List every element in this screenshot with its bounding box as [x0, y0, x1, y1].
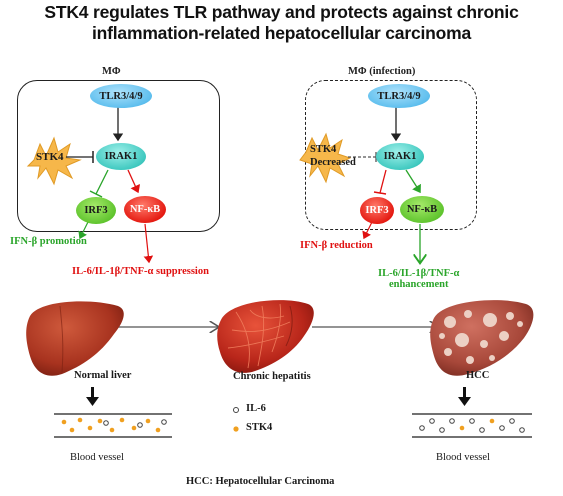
right-tlr-node: TLR3/4/9 — [368, 84, 430, 108]
left-cytokine-label: IL-6/IL-1β/TNF-α suppression — [72, 266, 209, 277]
left-panel-caption: MΦ — [102, 66, 121, 77]
left-irf3-node: IRF3 — [76, 197, 116, 224]
right-vessel-label: Blood vessel — [436, 452, 490, 463]
title-line-1: STK4 regulates TLR pathway and protects … — [44, 2, 519, 22]
left-irf-ifn-arrow — [78, 221, 89, 240]
right-cytokine-line1: IL-6/IL-1β/TNF-α — [378, 268, 460, 279]
legend-stk4-label: STK4 — [246, 422, 273, 433]
down-arrow-left — [86, 387, 99, 406]
normal-liver-label: Normal liver — [74, 370, 132, 381]
right-nfkb-node: NF-κB — [400, 196, 444, 223]
left-irak-nfkb-arrow — [127, 169, 141, 194]
down-arrow-right — [458, 387, 471, 406]
left-stk4-label: STK4 — [36, 151, 64, 163]
footnote: HCC: Hepatocellular Carcinoma — [186, 476, 335, 487]
left-macrophage-box — [17, 80, 220, 232]
left-blood-vessel — [54, 413, 172, 438]
left-nfkb-node: NF-κB — [124, 196, 166, 223]
right-irak-nfkb-arrow — [405, 169, 421, 194]
right-irak-node: IRAK1 — [376, 143, 424, 170]
stk4-star-left — [26, 136, 82, 186]
right-cytokine-label: IL-6/IL-1β/TNF-α enhancement — [378, 268, 459, 290]
stk4-star-right — [299, 132, 352, 184]
right-cytokine-line2: enhancement — [388, 279, 449, 290]
right-stk4-line1: STK4 — [310, 144, 337, 155]
legend-stk4-marker — [233, 426, 239, 432]
right-irf-ifn-arrow — [362, 221, 373, 240]
right-irf3-node: IRF3 — [360, 197, 394, 224]
normal-liver-image — [26, 301, 124, 376]
left-irak-node: IRAK1 — [96, 143, 146, 170]
right-stk4-line2: Decreased — [310, 157, 356, 168]
legend-il6-marker — [233, 407, 239, 413]
title-line-2: inflammation-related hepatocellular carc… — [91, 23, 472, 43]
left-ifn-label: IFN-β promotion — [10, 236, 87, 247]
right-ifn-label: IFN-β reduction — [300, 240, 373, 251]
legend-il6-label: IL-6 — [246, 403, 266, 414]
right-panel-caption: MΦ (infection) — [348, 66, 416, 77]
left-irak-irf-line — [95, 169, 109, 195]
right-irak-irf-line — [379, 169, 387, 194]
right-blood-vessel — [412, 413, 532, 438]
right-stk4-label: STK4 Decreased — [310, 143, 356, 169]
hcc-liver-image — [430, 300, 534, 376]
hcc-liver-label: HCC — [466, 370, 490, 381]
hepatitis-liver-image — [217, 300, 314, 373]
left-nfkb-cyto-arrow — [143, 223, 154, 264]
left-tlr-node: TLR3/4/9 — [90, 84, 152, 108]
hepatitis-liver-label: Chronic hepatitis — [233, 371, 311, 382]
left-vessel-label: Blood vessel — [70, 452, 124, 463]
